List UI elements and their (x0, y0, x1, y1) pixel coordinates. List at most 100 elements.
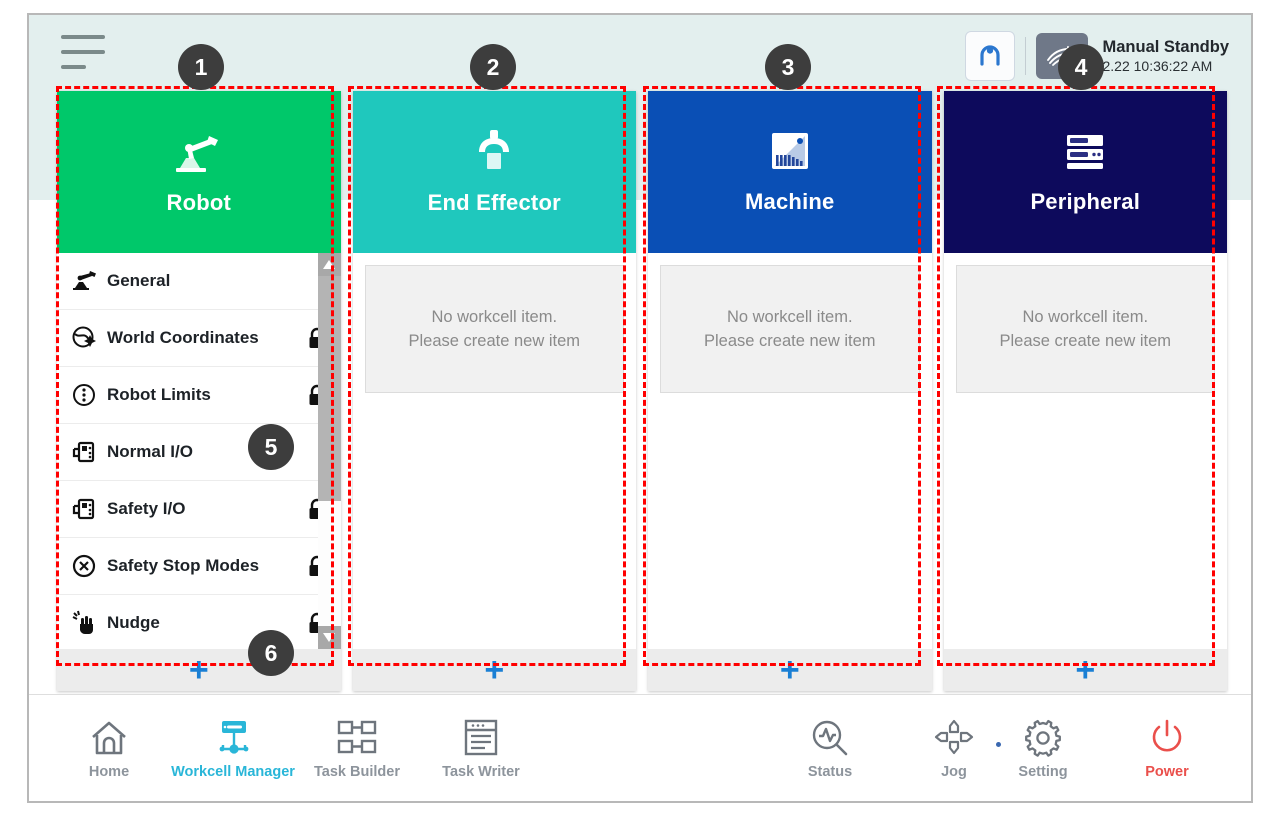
add-peripheral-item-button[interactable]: + (943, 649, 1227, 691)
menu-item-safety-stop-modes[interactable]: Safety Stop Modes (57, 538, 341, 595)
callout-badge-3: 3 (765, 44, 811, 90)
nav-label: Setting (1018, 763, 1068, 780)
empty-state-end-effector: No workcell item. Please create new item (364, 265, 624, 393)
peripheral-rack-icon (1067, 135, 1104, 169)
empty-state-line2: Please create new item (408, 331, 580, 350)
safety-stop-icon (69, 551, 99, 581)
scroll-up-arrow-icon[interactable] (317, 253, 341, 276)
empty-state-peripheral: No workcell item. Please create new item (955, 265, 1215, 393)
restart-icon (980, 45, 1001, 66)
scroll-down-arrow-icon[interactable] (317, 626, 341, 649)
nav-label: Task Writer (442, 763, 520, 780)
status-timestamp: 2.22 10:36:22 AM (1102, 57, 1213, 74)
nav-item-status[interactable]: Status (768, 717, 892, 780)
workcell-column-robot: Robot General (57, 91, 341, 691)
menu-item-safety-io[interactable]: Safety I/O (57, 481, 341, 538)
column-body-peripheral: No workcell item. Please create new item (943, 253, 1227, 649)
status-text-block: Manual Standby 2.22 10:36:22 AM (1098, 37, 1229, 75)
nav-item-power[interactable]: Power (1105, 717, 1229, 780)
menu-item-robot-limits[interactable]: Robot Limits (57, 367, 341, 424)
callout-badge-5: 5 (248, 424, 294, 470)
hamburger-menu-icon[interactable] (61, 35, 105, 69)
plus-icon: + (779, 651, 800, 689)
scrollbar-thumb[interactable] (317, 276, 341, 501)
power-icon (1147, 717, 1187, 757)
menu-item-label: Safety I/O (107, 499, 186, 518)
gear-icon (1022, 717, 1064, 757)
bottom-nav-left-group: Home (47, 717, 543, 780)
nav-item-home[interactable]: Home (47, 717, 171, 780)
column-title-robot: Robot (166, 190, 232, 215)
column-title-end-effector: End Effector (427, 190, 561, 215)
column-header-end-effector[interactable]: End Effector (352, 91, 636, 253)
empty-state-line2: Please create new item (999, 331, 1171, 350)
menu-item-label: Nudge (107, 613, 160, 632)
workcell-columns: Robot General (57, 91, 1227, 691)
nav-item-task-writer[interactable]: Task Writer (419, 717, 543, 780)
io-port-icon (69, 437, 99, 467)
add-machine-item-button[interactable]: + (648, 649, 932, 691)
column-body-robot: General World Coordinates (57, 253, 341, 649)
nav-label: Workcell Manager (171, 763, 295, 780)
menu-item-normal-io[interactable]: Normal I/O (57, 424, 341, 481)
column-header-peripheral[interactable]: Peripheral (943, 91, 1227, 253)
hamburger-line (61, 50, 105, 54)
callout-badge-4: 4 (1058, 44, 1104, 90)
nav-item-workcell-manager[interactable]: Workcell Manager (171, 717, 295, 780)
menu-item-label: World Coordinates (107, 328, 259, 347)
header-divider (1025, 37, 1027, 75)
menu-item-label: Safety Stop Modes (107, 556, 260, 575)
hamburger-line (61, 35, 105, 39)
machine-icon (771, 133, 808, 169)
workcell-manager-icon (211, 717, 255, 757)
hamburger-line (61, 65, 86, 69)
workcell-column-peripheral: Peripheral No workcell item. Please crea… (943, 91, 1227, 691)
empty-state-line1: No workcell item. (431, 307, 558, 326)
robot-arm-icon (175, 136, 218, 172)
task-writer-icon (461, 717, 501, 757)
column-body-end-effector: No workcell item. Please create new item (352, 253, 636, 649)
nav-separator-dot (996, 741, 1001, 747)
column-body-machine: No workcell item. Please create new item (648, 253, 932, 649)
menu-item-label: General (107, 271, 171, 290)
nudge-hand-icon (69, 608, 99, 638)
empty-state-line1: No workcell item. (1022, 307, 1149, 326)
restart-button[interactable] (965, 31, 1016, 81)
add-end-effector-item-button[interactable]: + (352, 649, 636, 691)
plus-icon: + (484, 651, 505, 689)
world-coordinates-icon (69, 323, 99, 353)
callout-badge-2: 2 (470, 44, 516, 90)
nav-label: Status (807, 763, 853, 780)
plus-icon: + (1075, 651, 1096, 689)
status-title: Manual Standby (1102, 37, 1229, 56)
empty-state-machine: No workcell item. Please create new item (660, 265, 920, 393)
workcell-column-machine: Machine No workcell item. Please create … (648, 91, 932, 691)
menu-item-nudge[interactable]: Nudge (57, 595, 341, 649)
robot-arm-icon (69, 266, 99, 296)
add-robot-item-button[interactable]: + (57, 649, 341, 691)
nav-label: Power (1145, 763, 1189, 780)
sidebar-scrollbar[interactable] (317, 253, 341, 649)
bottom-nav-right-group: Status Jog (768, 717, 1229, 780)
device-frame: Manual Standby 2.22 10:36:22 AM (27, 13, 1253, 803)
task-builder-icon (335, 717, 379, 757)
column-header-machine[interactable]: Machine (648, 91, 932, 253)
workcell-column-end-effector: End Effector No workcell item. Please cr… (352, 91, 636, 691)
nav-item-setting[interactable]: Setting (981, 717, 1105, 780)
nav-item-jog[interactable]: Jog (892, 717, 1016, 780)
nav-label: Task Builder (314, 763, 400, 780)
menu-item-general[interactable]: General (57, 253, 341, 310)
menu-item-world-coordinates[interactable]: World Coordinates (57, 310, 341, 367)
menu-item-label: Robot Limits (107, 385, 211, 404)
callout-badge-1: 1 (178, 44, 224, 90)
menu-item-label: Normal I/O (107, 442, 193, 461)
nav-label: Jog (941, 763, 967, 780)
column-header-robot[interactable]: Robot (57, 91, 341, 253)
empty-state-line1: No workcell item. (726, 307, 853, 326)
bottom-navigation-bar: Home (29, 694, 1251, 801)
empty-state-line2: Please create new item (703, 331, 876, 350)
nav-item-task-builder[interactable]: Task Builder (295, 717, 419, 780)
robot-menu-list: General World Coordinates (57, 253, 341, 649)
callout-badge-6: 6 (248, 630, 294, 676)
